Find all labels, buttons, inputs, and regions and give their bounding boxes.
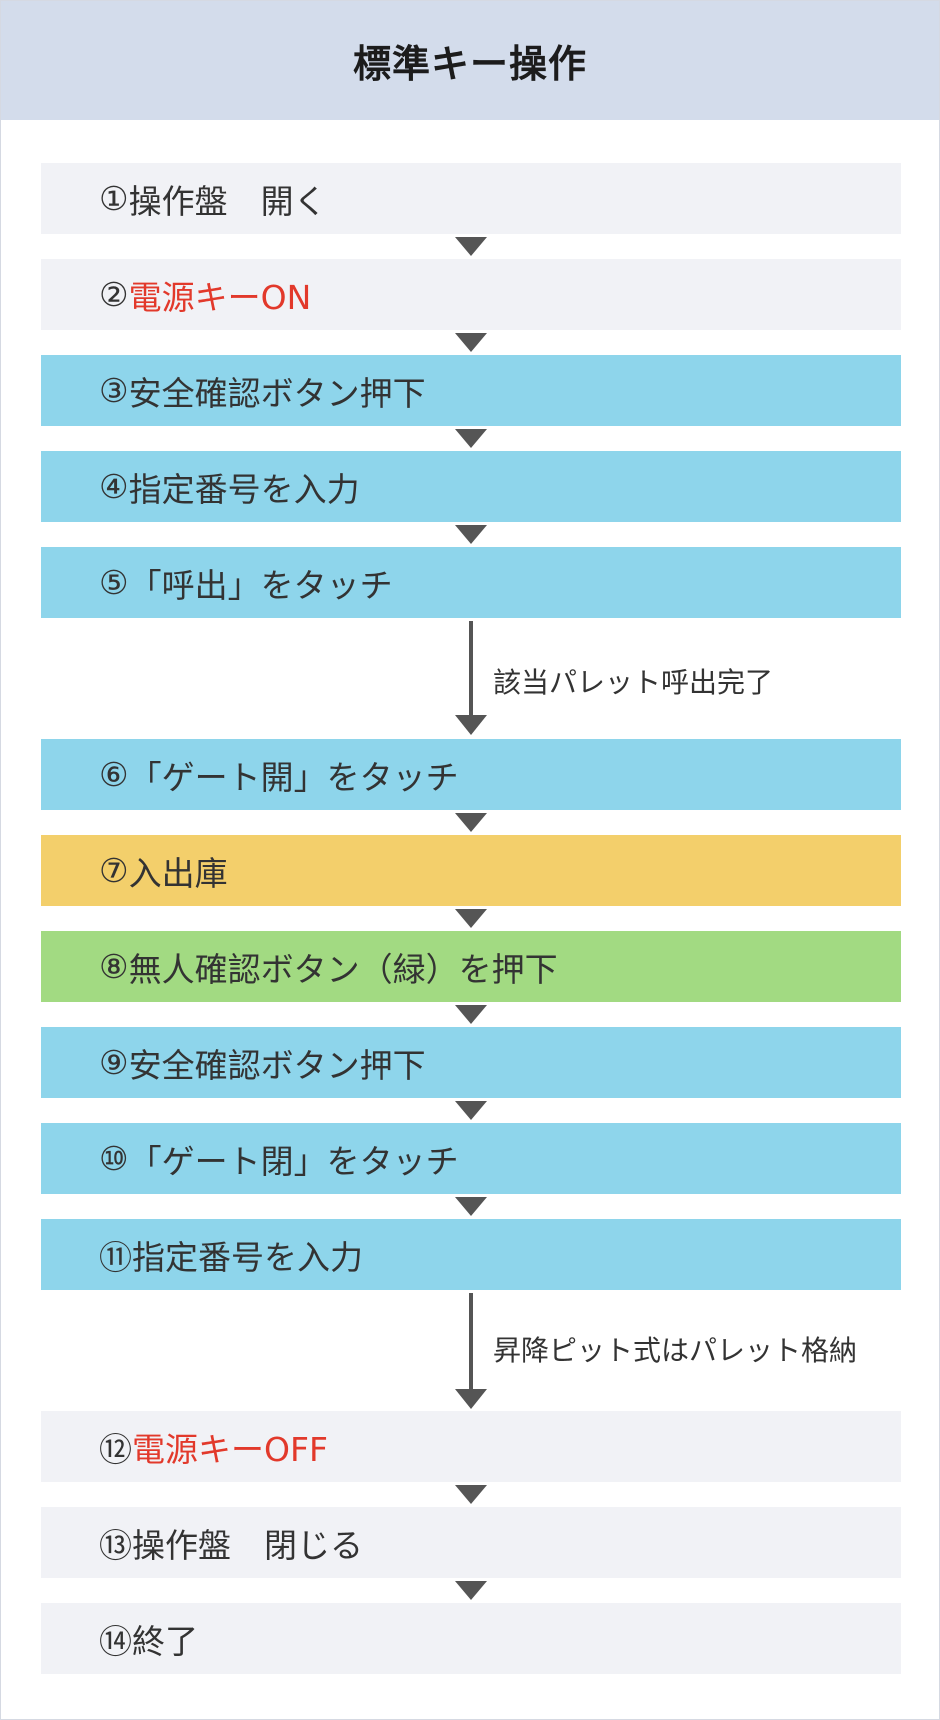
down-arrow-icon (455, 1101, 487, 1120)
down-arrow-icon (455, 525, 487, 544)
step-number: ⑬ (99, 1525, 132, 1565)
step-10: ⑩「ゲート閉」をタッチ (41, 1123, 901, 1194)
step-6: ⑥「ゲート開」をタッチ (41, 739, 901, 810)
down-arrow-icon (455, 1197, 487, 1216)
page-title: 標準キー操作 (352, 42, 587, 86)
step-label: 入出庫 (128, 853, 228, 893)
down-arrow-icon (455, 1581, 487, 1600)
step-label: 「呼出」をタッチ (128, 565, 393, 605)
step-number: ③ (99, 371, 129, 410)
step-number: ④ (99, 467, 129, 506)
step-label: 無人確認ボタン（緑）を押下 (128, 949, 558, 989)
down-arrow-icon (455, 1005, 487, 1024)
step-number: ⑪ (99, 1237, 132, 1277)
step-label: 電源キーOFF (132, 1429, 328, 1469)
header-bar: 標準キー操作 (1, 1, 939, 120)
down-arrow-icon (455, 333, 487, 352)
step-number: ① (99, 179, 129, 218)
down-arrow-icon (455, 429, 487, 448)
step-number: ⑩ (99, 1139, 129, 1178)
step-label: 安全確認ボタン押下 (128, 1045, 426, 1085)
step-label: 「ゲート開」をタッチ (128, 757, 459, 797)
step-number: ⑥ (99, 755, 129, 794)
step-5: ⑤「呼出」をタッチ (41, 547, 901, 618)
step-number: ⑤ (99, 563, 129, 602)
long-down-arrow-icon (455, 621, 487, 735)
step-label: 安全確認ボタン押下 (128, 373, 426, 413)
transition-note: 昇降ピット式はパレット格納 (493, 1334, 858, 1367)
step-number: ⑨ (99, 1043, 129, 1082)
long-down-arrow-icon (455, 1293, 487, 1409)
step-number: ② (99, 275, 129, 314)
step-label: 操作盤 開く (128, 181, 327, 221)
down-arrow-icon (455, 237, 487, 256)
step-number: ⑧ (99, 947, 129, 986)
step-number: ⑦ (99, 851, 129, 890)
down-arrow-icon (455, 909, 487, 928)
step-label: 操作盤 閉じる (132, 1525, 363, 1565)
step-number: ⑫ (99, 1429, 132, 1469)
step-label: 電源キーON (128, 277, 312, 317)
down-arrow-icon (455, 1485, 487, 1504)
step-label: 終了 (132, 1621, 198, 1661)
down-arrow-icon (455, 813, 487, 832)
step-label: 「ゲート閉」をタッチ (128, 1141, 459, 1181)
step-label: 指定番号を入力 (128, 469, 360, 509)
transition-note: 該当パレット呼出完了 (493, 666, 774, 699)
step-label: 指定番号を入力 (132, 1237, 363, 1277)
step-number: ⑭ (99, 1621, 132, 1661)
